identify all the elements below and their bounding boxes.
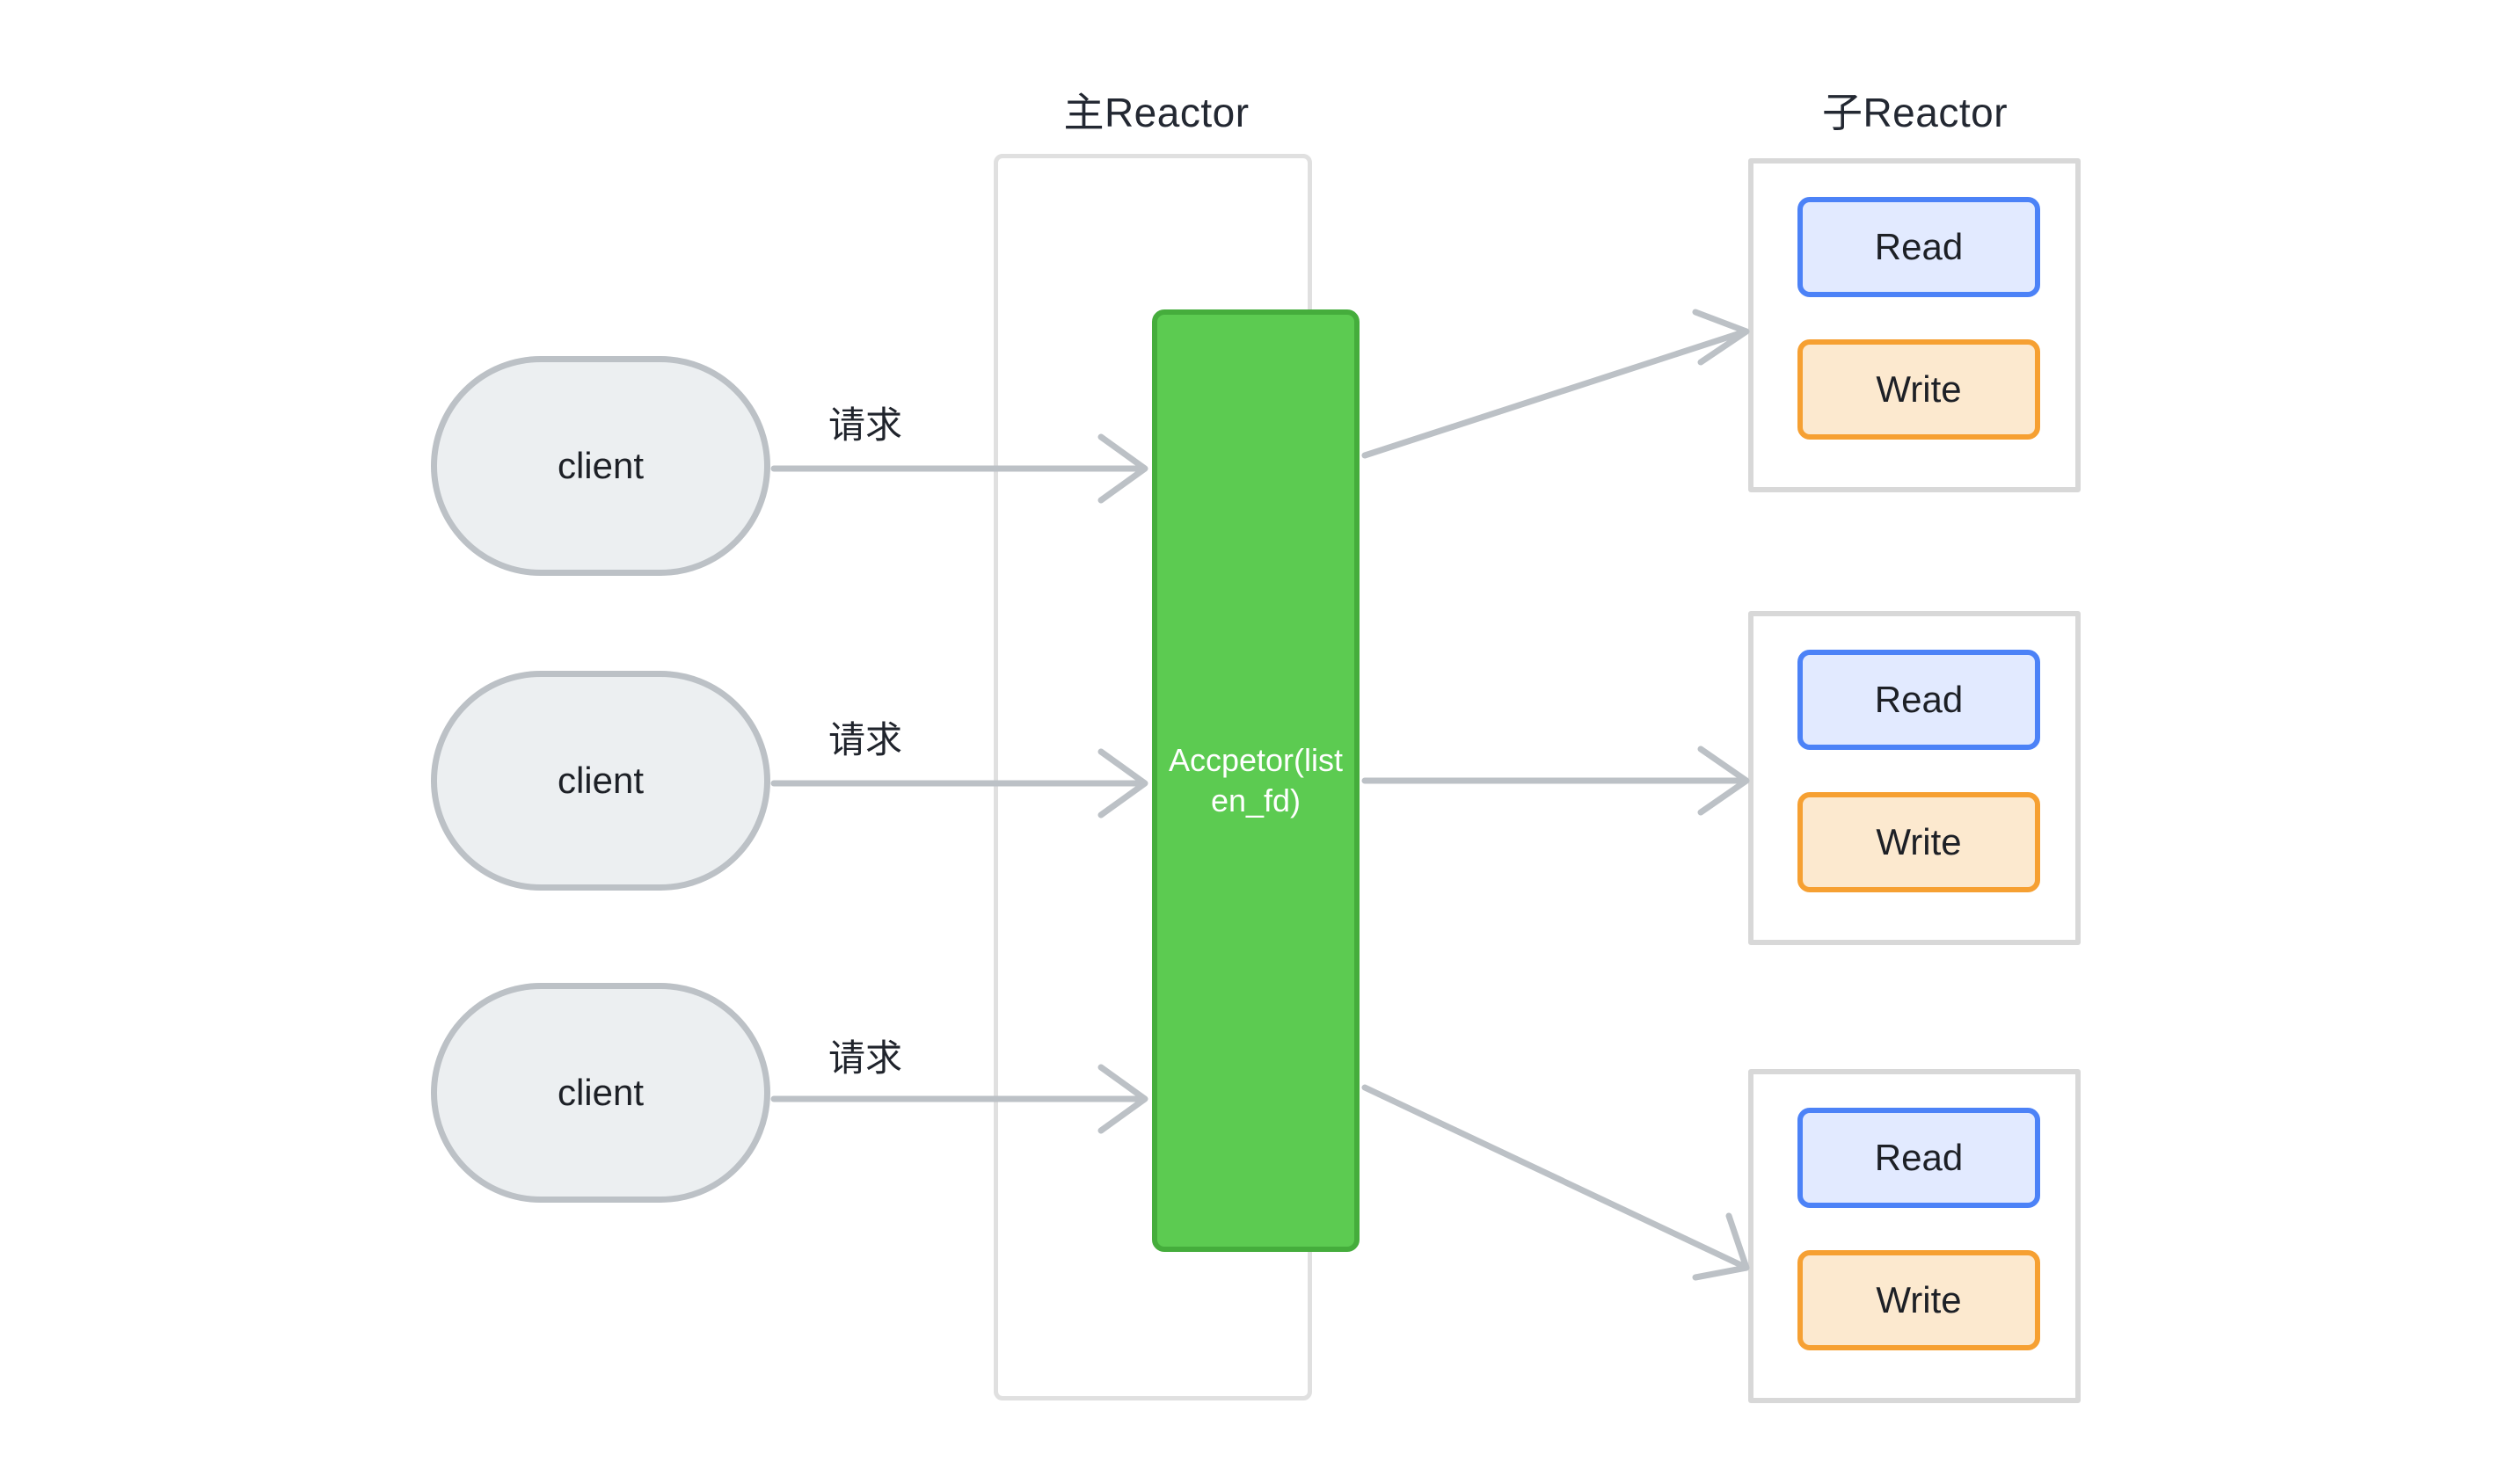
read-handler-3[interactable]: Read	[1797, 1108, 2040, 1208]
edge-acceptor-to-subreactor3	[1361, 1084, 1750, 1281]
write-handler-3[interactable]: Write	[1797, 1250, 2040, 1350]
sub-reactor-container-2: Read Write	[1748, 611, 2081, 945]
write-handler-1[interactable]: Write	[1797, 339, 2040, 440]
sub-reactor-container-3: Read Write	[1748, 1069, 2081, 1403]
client-node-1[interactable]: client	[431, 356, 770, 576]
acceptor-node[interactable]: Accpetor(listen_fd)	[1152, 309, 1360, 1252]
edge-acceptor-to-subreactor1	[1361, 309, 1750, 459]
edge-acceptor-to-subreactor2	[1361, 746, 1750, 816]
request-label-1: 请求	[828, 404, 903, 446]
read-handler-1[interactable]: Read	[1797, 197, 2040, 297]
client-node-2[interactable]: client	[431, 671, 770, 891]
request-label-2: 请求	[828, 719, 903, 760]
main-reactor-title: 主Reactor	[1063, 90, 1250, 135]
client-node-3[interactable]: client	[431, 983, 770, 1203]
request-label-3: 请求	[828, 1037, 903, 1079]
read-handler-2[interactable]: Read	[1797, 650, 2040, 750]
sub-reactor-title: 子Reactor	[1821, 90, 2009, 135]
write-handler-2[interactable]: Write	[1797, 792, 2040, 892]
sub-reactor-container-1: Read Write	[1748, 158, 2081, 492]
